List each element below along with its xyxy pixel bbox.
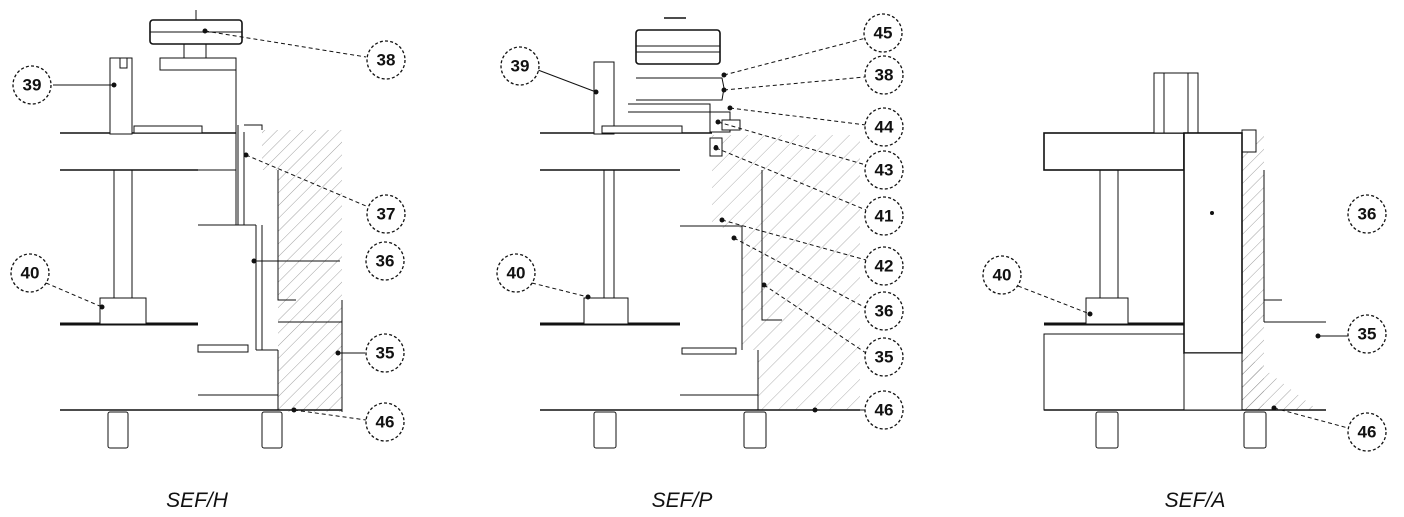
callouts-sef-a: 36 40 35 46 (982, 194, 1387, 452)
svg-text:43: 43 (875, 161, 894, 180)
svg-text:35: 35 (376, 344, 395, 363)
svg-text:42: 42 (875, 257, 894, 276)
callout-43: 43 (864, 150, 904, 190)
drawing-sef-h (60, 10, 343, 449)
svg-text:40: 40 (993, 266, 1012, 285)
svg-text:35: 35 (875, 348, 894, 367)
callout-36: 36 (365, 241, 405, 281)
callout-35: 35 (1347, 314, 1387, 354)
caption-sef-a: SEF/A (1165, 489, 1226, 512)
svg-text:44: 44 (875, 118, 894, 137)
drawing-sef-a (1043, 72, 1326, 449)
callout-42: 42 (864, 246, 904, 286)
callouts-sef-h: 38 39 37 36 40 35 46 (10, 28, 406, 442)
svg-text:45: 45 (874, 24, 893, 43)
callout-45: 45 (863, 13, 903, 53)
callout-35: 35 (864, 337, 904, 377)
callout-46: 46 (365, 402, 405, 442)
svg-text:40: 40 (21, 264, 40, 283)
svg-text:41: 41 (875, 207, 894, 226)
svg-text:39: 39 (23, 76, 42, 95)
callout-46: 46 (1347, 412, 1387, 452)
svg-text:36: 36 (875, 302, 894, 321)
callout-36: 36 (1347, 194, 1387, 234)
callout-41: 41 (864, 196, 904, 236)
svg-text:38: 38 (875, 66, 894, 85)
svg-text:36: 36 (376, 252, 395, 271)
callout-40: 40 (10, 253, 50, 293)
callout-46: 46 (864, 390, 904, 430)
svg-text:46: 46 (1358, 423, 1377, 442)
svg-text:39: 39 (511, 57, 530, 76)
callout-40: 40 (982, 255, 1022, 295)
drawing-sef-p (540, 17, 860, 449)
callout-44: 44 (864, 107, 904, 147)
caption-sef-p: SEF/P (652, 489, 713, 512)
svg-text:46: 46 (376, 413, 395, 432)
callouts-sef-p: 45 39 38 44 43 41 42 40 36 (496, 13, 904, 430)
callout-38: 38 (864, 55, 904, 95)
callout-39: 39 (12, 65, 52, 105)
svg-text:46: 46 (875, 401, 894, 420)
svg-text:35: 35 (1358, 325, 1377, 344)
callout-36: 36 (864, 291, 904, 331)
view-sef-a: 36 40 35 46 SEF/A (982, 72, 1387, 512)
callout-40: 40 (496, 253, 536, 293)
callout-39: 39 (500, 46, 540, 86)
callout-38: 38 (366, 40, 406, 80)
view-sef-p: 45 39 38 44 43 41 42 40 36 (496, 13, 904, 512)
callout-35: 35 (365, 333, 405, 373)
caption-sef-h: SEF/H (166, 489, 229, 512)
callout-37: 37 (366, 194, 406, 234)
svg-text:37: 37 (377, 205, 396, 224)
svg-text:36: 36 (1358, 205, 1377, 224)
view-sef-h: 38 39 37 36 40 35 46 SEF/H (10, 10, 406, 512)
svg-text:38: 38 (377, 51, 396, 70)
svg-text:40: 40 (507, 264, 526, 283)
